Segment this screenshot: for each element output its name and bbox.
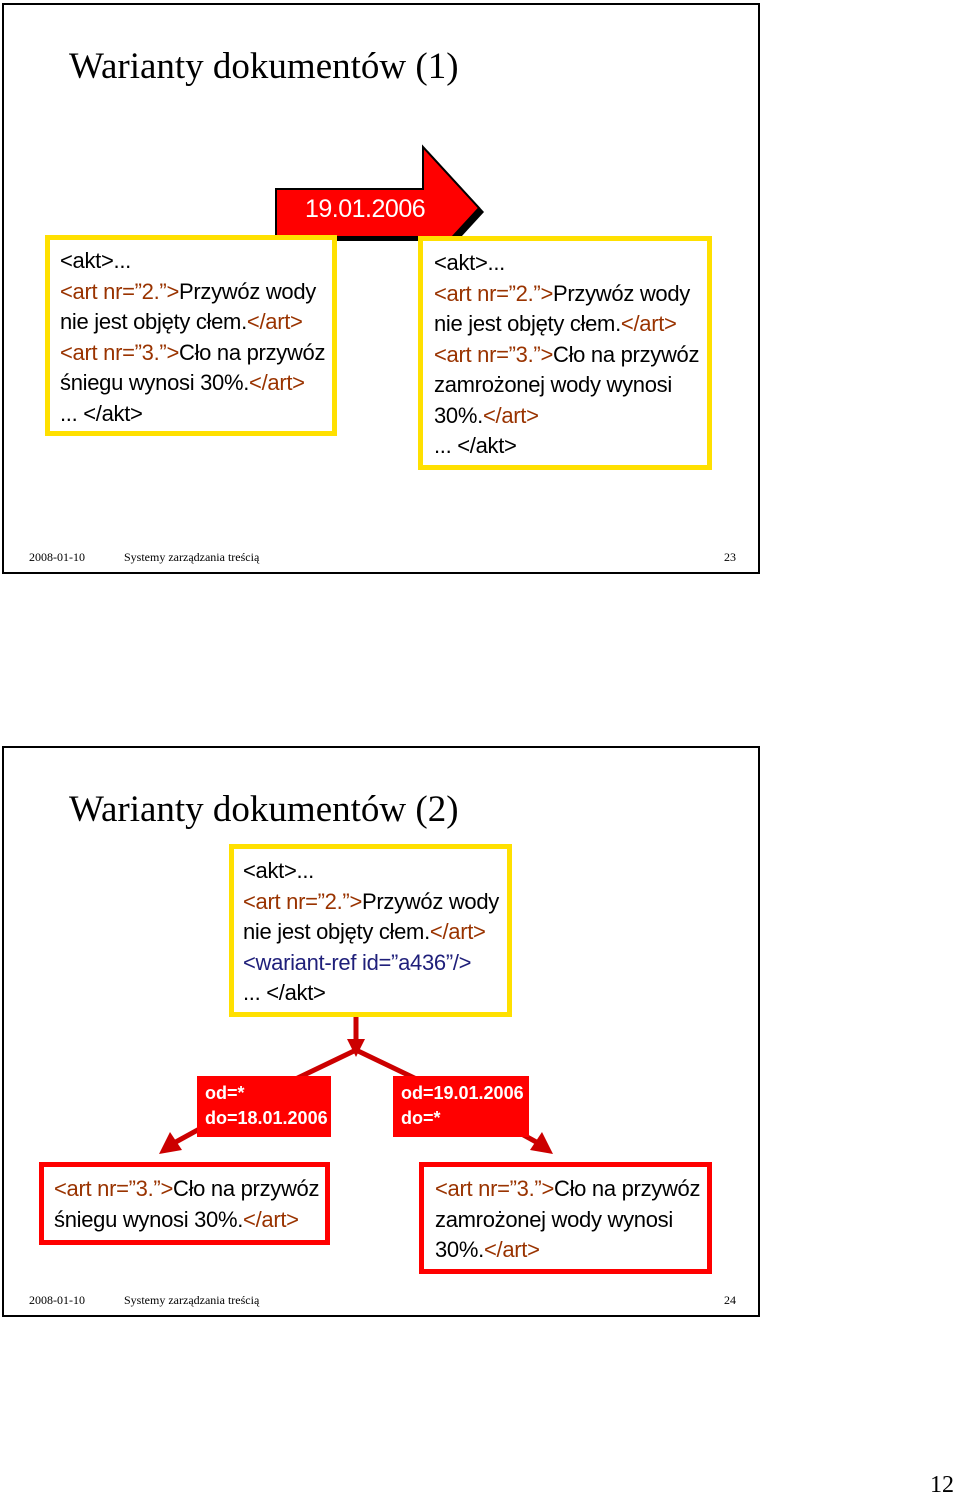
code-text: Przywóz wody bbox=[553, 280, 690, 306]
code-tag: </art> bbox=[249, 370, 305, 395]
code-tag: <art nr=”2.”> bbox=[60, 278, 179, 304]
code-tag: <art nr=”3.”> bbox=[60, 339, 179, 365]
code-text: ... </akt> bbox=[243, 980, 326, 1005]
code-text: zamrożonej wody wynosi bbox=[434, 372, 672, 397]
code-box-variant-old: <art nr=”3.”>Cło na przywóz śniegu wynos… bbox=[39, 1162, 330, 1245]
code-tag: <art nr=”2.”> bbox=[434, 280, 553, 306]
validity-to: do=18.01.2006 bbox=[205, 1108, 328, 1128]
code-tag: </art> bbox=[483, 1237, 540, 1262]
code-box-variant-new: <art nr=”3.”>Cło na przywóz zamrożonej w… bbox=[419, 1162, 712, 1274]
code-text: <akt>... bbox=[434, 250, 505, 275]
code-text: ... </akt> bbox=[434, 433, 517, 458]
validity-from: od=* bbox=[205, 1083, 245, 1103]
code-text: Cło na przywóz bbox=[554, 1176, 701, 1201]
validity-from: od=19.01.2006 bbox=[401, 1083, 524, 1103]
slide-23: Warianty dokumentów (1) 19.01.2006 <akt>… bbox=[2, 3, 760, 574]
code-tag: </art> bbox=[482, 402, 539, 428]
arrow-head-right bbox=[530, 1132, 553, 1154]
code-tag: <art nr=”3.”> bbox=[435, 1176, 554, 1201]
slide-title: Warianty dokumentów (2) bbox=[69, 789, 459, 830]
code-tag: <art nr=”3.”> bbox=[434, 341, 553, 367]
code-variant-ref: <wariant-ref id=”a436”/> bbox=[243, 949, 472, 975]
code-text: <akt>... bbox=[60, 248, 131, 273]
code-text: Cło na przywóz bbox=[553, 341, 700, 367]
code-tag: </art> bbox=[243, 1206, 299, 1232]
code-tag: </art> bbox=[246, 309, 303, 334]
footer-date: 2008-01-10 bbox=[29, 550, 85, 564]
arrow-date-label: 19.01.2006 bbox=[305, 195, 426, 223]
validity-label-right: od=19.01.2006 do=* bbox=[393, 1076, 529, 1137]
arrow-head-down bbox=[347, 1039, 365, 1057]
footer-date: 2008-01-10 bbox=[29, 1293, 85, 1307]
code-box-akt: <akt>... <art nr=”2.”>Przywóz wody nie j… bbox=[229, 844, 512, 1017]
code-text: Cło na przywóz bbox=[173, 1176, 320, 1201]
code-text: nie jest objęty cłem. bbox=[60, 309, 247, 334]
code-tag: </art> bbox=[620, 311, 677, 336]
arrow-head-left bbox=[159, 1132, 182, 1154]
footer-title: Systemy zarządzania treścią bbox=[124, 1293, 260, 1307]
validity-to: do=* bbox=[401, 1108, 441, 1128]
code-text: nie jest objęty cłem. bbox=[243, 919, 430, 944]
code-box-old-version: <akt>... <art nr=”2.”>Przywóz wody nie j… bbox=[45, 235, 337, 436]
code-text: zamrożonej wody wynosi bbox=[435, 1206, 673, 1232]
slide-title: Warianty dokumentów (1) bbox=[69, 46, 459, 87]
footer-page-number: 24 bbox=[724, 1293, 736, 1307]
code-text: <akt>... bbox=[243, 858, 314, 883]
code-text: Przywóz wody bbox=[362, 888, 499, 914]
code-text: Przywóz wody bbox=[179, 278, 316, 304]
slide-24: Warianty dokumentów (2) <akt>... <art nr… bbox=[2, 746, 760, 1317]
code-text: Cło na przywóz bbox=[179, 339, 326, 365]
handout-page-number: 12 bbox=[930, 1472, 954, 1498]
code-tag: <art nr=”3.”> bbox=[54, 1176, 173, 1201]
footer-title: Systemy zarządzania treścią bbox=[124, 550, 260, 564]
code-tag: <art nr=”2.”> bbox=[243, 888, 362, 914]
code-text: śniegu wynosi 30%. bbox=[60, 370, 250, 395]
code-text: 30%. bbox=[434, 402, 483, 428]
footer-page-number: 23 bbox=[724, 550, 736, 564]
validity-label-left: od=* do=18.01.2006 bbox=[197, 1076, 331, 1137]
code-text: śniegu wynosi 30%. bbox=[54, 1206, 244, 1232]
code-text: 30%. bbox=[435, 1237, 484, 1262]
code-text: ... </akt> bbox=[60, 400, 143, 426]
code-box-new-version: <akt>... <art nr=”2.”>Przywóz wody nie j… bbox=[418, 236, 712, 470]
code-tag: </art> bbox=[429, 919, 486, 944]
code-text: nie jest objęty cłem. bbox=[434, 311, 621, 336]
